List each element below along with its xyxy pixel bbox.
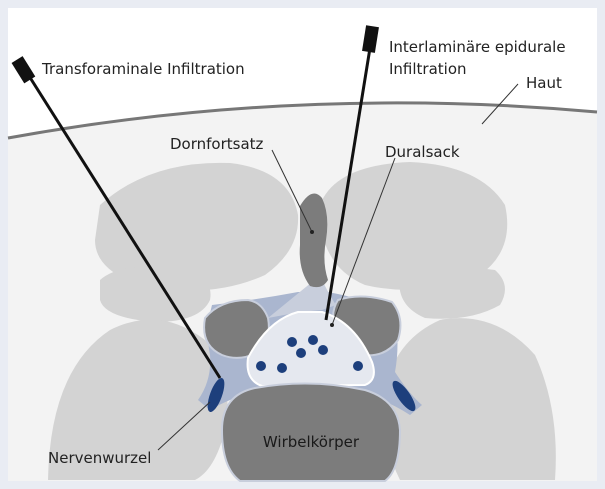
nerve-fiber xyxy=(318,345,328,355)
nerve-fiber xyxy=(277,363,287,373)
label-interlaminar-line2: Infiltration xyxy=(389,60,467,78)
nerve-fiber xyxy=(256,361,266,371)
nerve-fiber xyxy=(308,335,318,345)
label-interlaminar-line1: Interlaminäre epidurale xyxy=(389,38,566,56)
nerve-fiber xyxy=(296,348,306,358)
label-nerve-root: Nervenwurzel xyxy=(48,449,151,467)
dural-sac-leader-dot xyxy=(330,323,334,327)
nerve-fiber xyxy=(287,337,297,347)
label-spinous-process: Dornfortsatz xyxy=(170,135,264,153)
label-dural-sac: Duralsack xyxy=(385,143,460,161)
spinous-process xyxy=(300,194,328,288)
spinous-process-leader-dot xyxy=(310,230,314,234)
nerve-fiber xyxy=(353,361,363,371)
label-transforaminal: Transforaminale Infiltration xyxy=(41,60,245,78)
label-vertebral-body: Wirbelkörper xyxy=(263,433,360,451)
label-skin: Haut xyxy=(526,74,562,92)
